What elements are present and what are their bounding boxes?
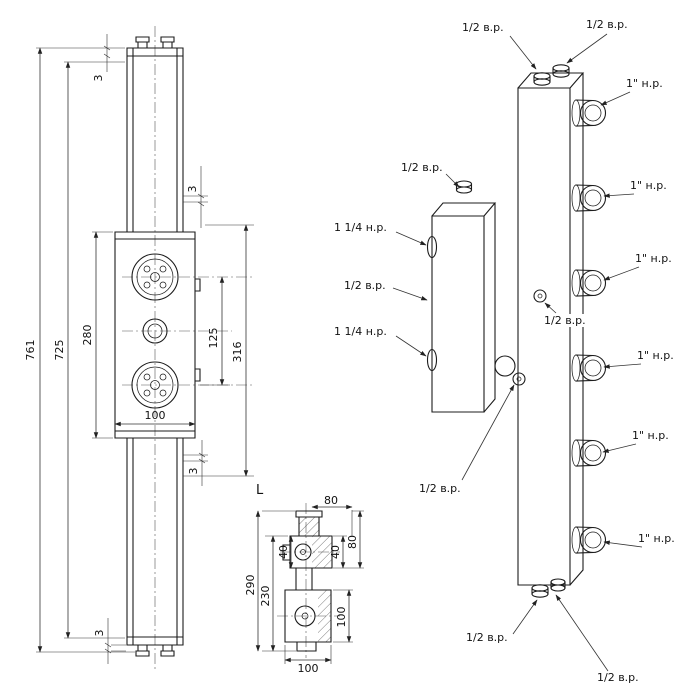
leader-bottom-right (555, 594, 609, 672)
leader-top-right (566, 33, 608, 64)
label-block-mid-port: 1/2 в.р. (344, 279, 386, 292)
leader-block-mid (392, 287, 428, 301)
leader-sensor-mid (544, 302, 557, 314)
block-coupling (494, 355, 516, 377)
iso-view: 1/2 в.р. 1/2 в.р. 1" н.р. 1" н.р. 1" н.р… (334, 18, 675, 684)
dim-761: 761 (24, 340, 37, 361)
side-port-5 (571, 439, 607, 467)
iso-leader-lines (509, 35, 537, 70)
plan-dim-80-right: 80 (346, 535, 359, 549)
plan-dim-100-right: 100 (335, 607, 348, 628)
plan-extension-lines (262, 510, 364, 664)
plan-dim-40-right: 40 (329, 545, 342, 559)
label-top-right-port: 1/2 в.р. (586, 18, 628, 31)
iso-column (517, 72, 585, 586)
plan-hatch-top (299, 517, 319, 536)
label-block-lower-port: 1 1/4 н.р. (334, 325, 387, 338)
leader-bottom-left (512, 599, 538, 635)
label-side-port-4: 1" н.р. (637, 349, 674, 362)
leader-side-1 (600, 91, 631, 106)
plan-dim-100-bottom: 100 (298, 662, 319, 675)
front-flange-port-upper (131, 253, 179, 301)
iso-top-ports (533, 64, 570, 86)
label-top-left-port: 1/2 в.р. (462, 21, 504, 34)
label-block-top-port: 1/2 в.р. (401, 161, 443, 174)
plan-dim-40-left: 40 (277, 545, 290, 559)
plan-port-upper (294, 543, 312, 561)
leader-block-lower (395, 335, 427, 357)
dim-3-lower: 3 (187, 468, 200, 475)
iso-sensor-ports (512, 289, 547, 386)
label-bottom-right-port: 1/2 в.р. (597, 671, 639, 684)
front-extension-lines (36, 47, 254, 653)
label-block-upper-port: 1 1/4 н.р. (334, 221, 387, 234)
label-sensor-mid-port: 1/2 в.р. (544, 314, 586, 327)
label-side-port-5: 1" н.р. (632, 429, 669, 442)
label-sensor-lower-port: 1/2 в.р. (419, 482, 461, 495)
block-left-boss-lower (426, 348, 438, 372)
label-side-port-1: 1" н.р. (626, 77, 663, 90)
front-port-middle (142, 318, 168, 344)
plan-port-upper-center (300, 549, 306, 555)
leader-side-2 (603, 193, 635, 198)
plan-dim-80-top: 80 (324, 494, 338, 507)
dim-3-top: 3 (92, 75, 105, 82)
leader-sensor-lower (461, 384, 515, 481)
label-side-port-6: 1" н.р. (638, 532, 675, 545)
front-dimensions: 761 725 280 3 3 125 316 100 3 3 (24, 34, 254, 664)
leader-side-4 (603, 363, 642, 369)
label-side-port-2: 1" н.р. (630, 179, 667, 192)
iso-bottom-ports (531, 578, 566, 598)
front-body-outline (114, 36, 201, 657)
label-bottom-left-port: 1/2 в.р. (466, 631, 508, 644)
plan-port-lower (294, 605, 316, 627)
side-port-6 (571, 526, 607, 554)
leader-side-6 (603, 540, 643, 548)
side-port-3 (571, 269, 607, 297)
iso-side-block (426, 180, 516, 413)
leader-side-3 (603, 266, 640, 281)
block-body (431, 202, 497, 413)
plan-port-lower-center (301, 612, 309, 620)
plan-dim-230: 230 (259, 586, 272, 607)
dim-125: 125 (207, 328, 220, 349)
iso-labels: 1/2 в.р. 1/2 в.р. 1" н.р. 1" н.р. 1" н.р… (334, 18, 675, 684)
leader-block-upper (395, 231, 427, 246)
plan-hatch-mid (312, 536, 332, 568)
dim-316: 316 (231, 342, 244, 363)
side-port-2 (571, 184, 607, 212)
dim-100: 100 (145, 409, 166, 422)
front-small-dims (103, 34, 208, 664)
dim-3-upper: 3 (186, 186, 199, 193)
side-port-4 (571, 354, 607, 382)
front-view: 761 725 280 3 3 125 316 100 3 3 (24, 26, 254, 672)
plan-view-letter: L (256, 483, 264, 498)
dim-3-bottom: 3 (93, 630, 106, 637)
plan-hatch-bottom (318, 590, 331, 642)
plan-dim-290: 290 (244, 575, 257, 596)
leader-side-5 (602, 443, 637, 453)
dim-725: 725 (53, 340, 66, 361)
leader-block-top (445, 173, 460, 188)
dim-280: 280 (81, 325, 94, 346)
side-port-1 (571, 99, 607, 127)
block-left-boss-upper (426, 235, 438, 259)
label-backing (541, 314, 596, 327)
plan-dimensions: 80 40 40 80 290 230 100 100 (244, 494, 364, 675)
front-centerlines (122, 26, 252, 672)
front-flange-port-lower (131, 361, 179, 409)
plan-view: L 80 40 40 80 290 230 100 100 (244, 483, 364, 675)
label-side-port-3: 1" н.р. (635, 252, 672, 265)
